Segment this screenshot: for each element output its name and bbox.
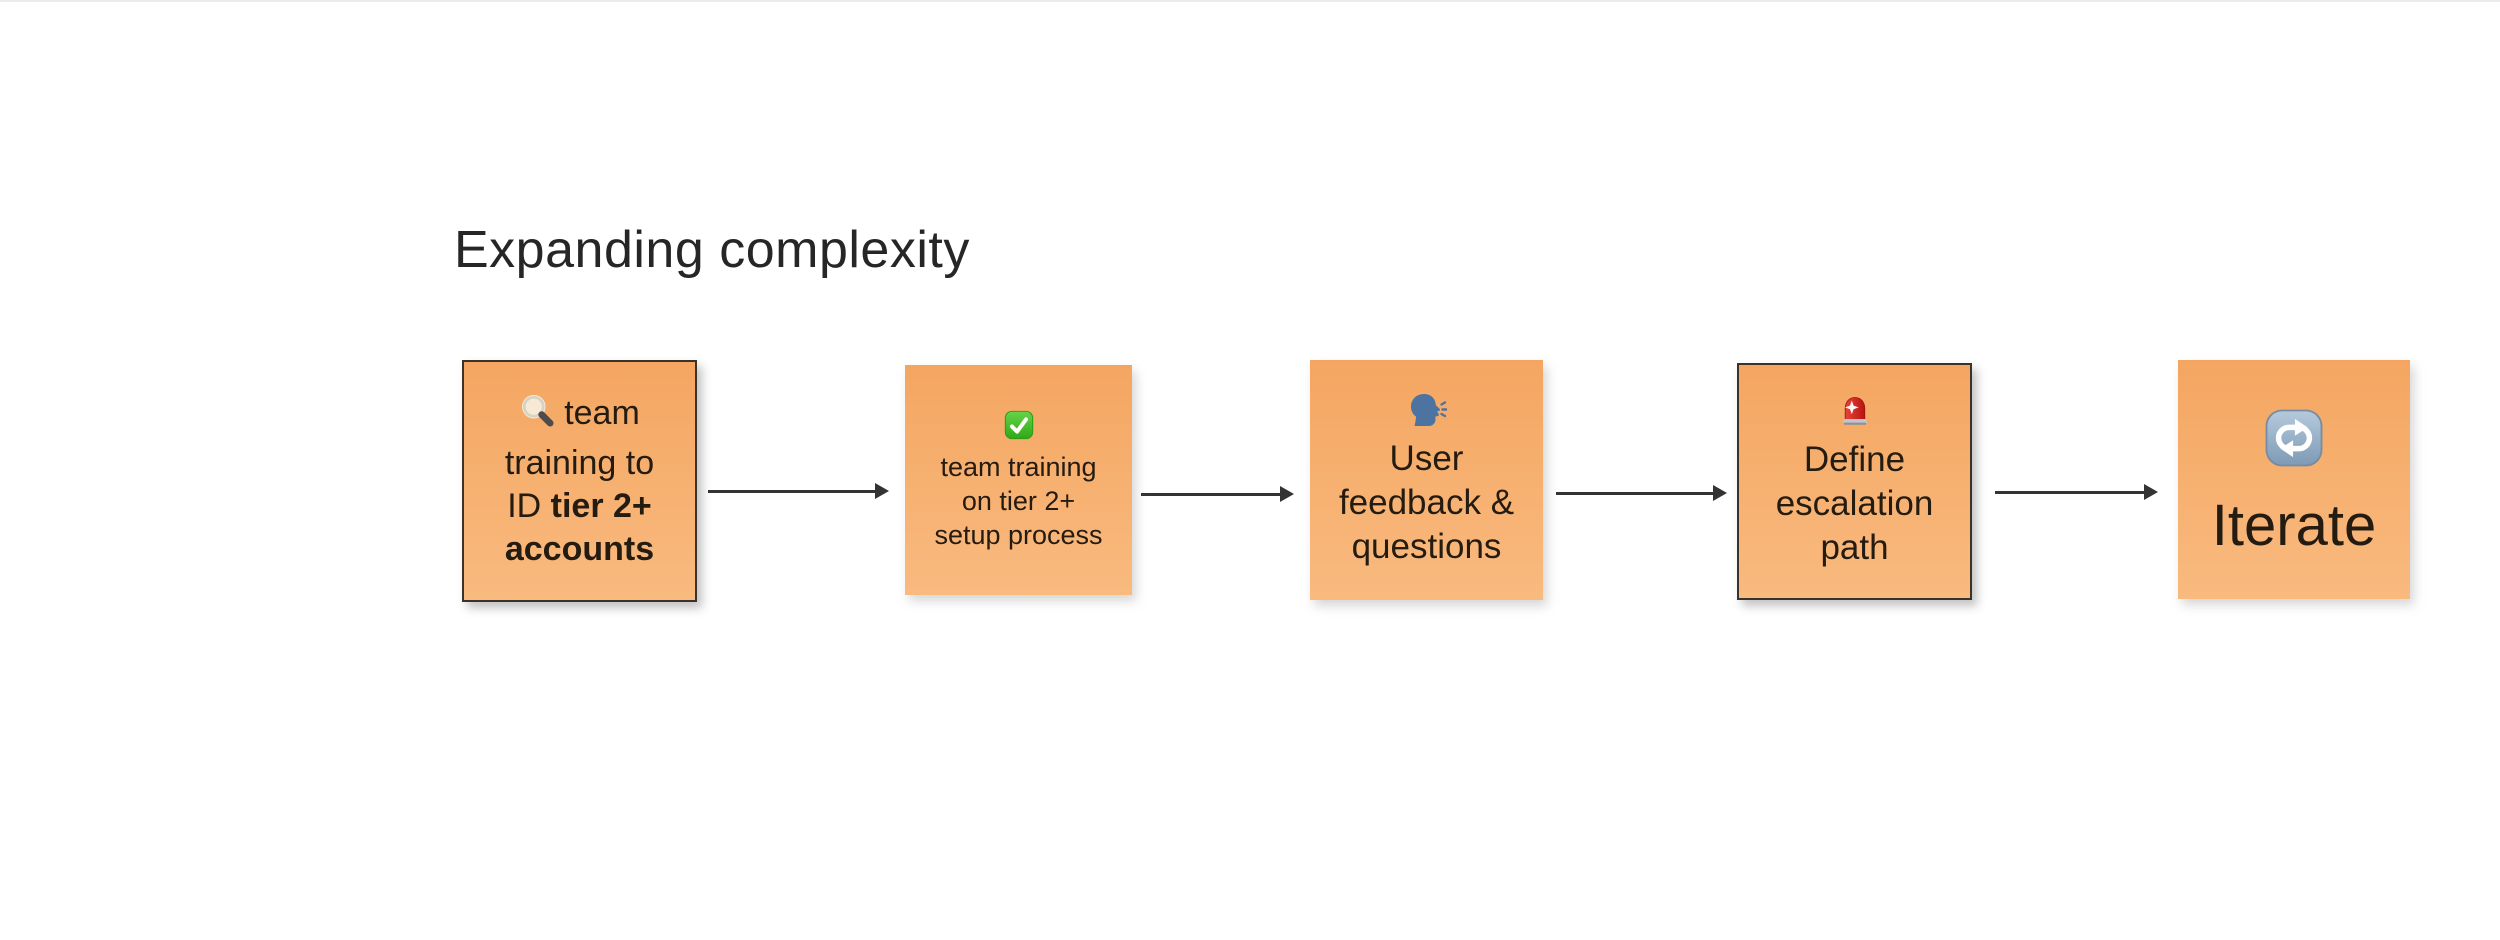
card-text-bold: accounts bbox=[504, 529, 655, 568]
card-text-line: questions bbox=[1351, 527, 1502, 566]
card-text-line: team bbox=[519, 392, 640, 442]
flow-arrow-2[interactable] bbox=[1141, 486, 1294, 502]
diagram-title[interactable]: Expanding complexity bbox=[454, 221, 970, 279]
card-text-line: Iterate bbox=[2211, 492, 2377, 558]
card-text: team bbox=[564, 393, 640, 432]
check-mark-button-icon bbox=[1002, 408, 1036, 442]
card-identify-tier2-accounts[interactable]: team training to ID tier 2+ accounts bbox=[462, 360, 697, 602]
card-text-line: on tier 2+ bbox=[961, 486, 1076, 516]
card-text-line: User bbox=[1389, 439, 1464, 478]
card-text-bold: tier 2+ bbox=[550, 486, 652, 525]
card-text-line: feedback & bbox=[1338, 483, 1515, 522]
flow-arrow-1[interactable] bbox=[708, 483, 889, 499]
card-user-feedback-questions[interactable]: User feedback & questions bbox=[1310, 360, 1543, 600]
card-text-line: accounts bbox=[505, 528, 654, 571]
card-text-line: escalation bbox=[1775, 483, 1934, 523]
card-text-line: path bbox=[1820, 527, 1889, 567]
police-car-light-icon bbox=[1837, 394, 1873, 430]
card-text-line: Define bbox=[1803, 439, 1906, 479]
flow-arrow-3[interactable] bbox=[1556, 485, 1727, 501]
speaking-head-icon bbox=[1407, 391, 1448, 429]
magnifying-glass-icon bbox=[519, 393, 557, 442]
card-text-line: ID tier 2+ bbox=[507, 485, 652, 528]
card-tier2-setup-training[interactable]: team training on tier 2+ setup process bbox=[905, 365, 1132, 595]
flow-arrow-4[interactable] bbox=[1995, 484, 2158, 500]
card-text-line: training to bbox=[504, 443, 655, 482]
card-iterate[interactable]: Iterate bbox=[2178, 360, 2410, 599]
repeat-button-icon bbox=[2261, 405, 2327, 471]
card-text-line: setup process bbox=[934, 520, 1103, 550]
card-text: ID bbox=[507, 486, 551, 525]
card-define-escalation-path[interactable]: Define escalation path bbox=[1737, 363, 1972, 600]
card-text-line: team training bbox=[940, 452, 1097, 482]
